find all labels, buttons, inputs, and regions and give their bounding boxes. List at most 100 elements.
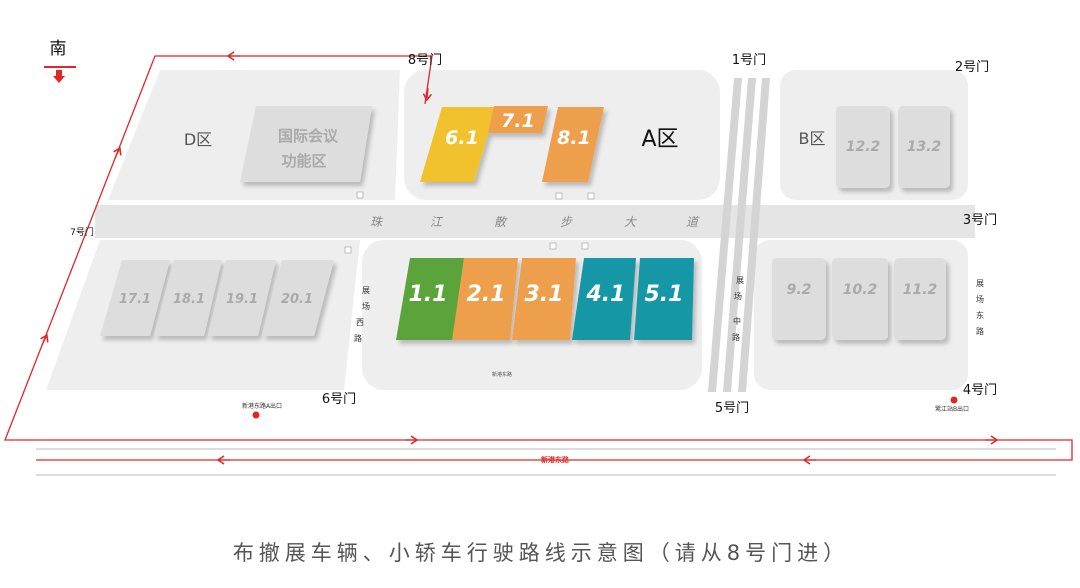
- zone-b-label: B区: [799, 129, 826, 148]
- compass: 南: [44, 39, 76, 83]
- route-marker-gate8: [422, 87, 432, 102]
- zone-labels: D区 A区 B区: [184, 127, 826, 152]
- a-north-hall-labels: 6.1 7.1 8.1: [445, 110, 591, 149]
- conference-label-line1: 国际会议: [278, 127, 339, 145]
- small-markers: [344, 191, 595, 254]
- zone-d-label: D区: [184, 130, 212, 149]
- gate-labels: 8号门 1号门 2号门 3号门 4号门 5号门 6号门 7号门: [70, 53, 997, 416]
- hall-label: 13.2: [907, 139, 942, 155]
- hall-label: 6.1: [445, 127, 479, 149]
- conference-area: [240, 106, 372, 182]
- road-char: 场: [976, 295, 984, 304]
- avenue-char: 江: [430, 215, 444, 229]
- road-char: 中: [733, 316, 741, 326]
- conference-label-line2: 功能区: [281, 152, 326, 170]
- a-north-halls: [420, 106, 604, 182]
- avenue-char: 珠: [370, 215, 383, 229]
- east-road-label: 展 场 东 路: [976, 279, 984, 336]
- gate-1-label: 1号门: [732, 53, 766, 68]
- gate-5-label: 5号门: [715, 401, 749, 416]
- gate-2-label: 2号门: [955, 60, 989, 75]
- route-outer-loop: [4, 55, 1073, 461]
- gate-6-label: 6号门: [322, 392, 356, 407]
- gate-3-label: 3号门: [963, 213, 997, 228]
- road-char: 展: [362, 286, 370, 295]
- a-south-hall-labels: 1.1 2.1 3.1 4.1 5.1: [409, 282, 684, 307]
- b-halls: [772, 106, 950, 340]
- road-char: 路: [354, 333, 362, 343]
- gate-8-label: 8号门: [408, 53, 442, 68]
- hall-label: 1.1: [409, 282, 448, 307]
- hall-5-1: [634, 258, 694, 340]
- hall-label: 7.1: [501, 110, 535, 132]
- hall-label: 4.1: [586, 282, 626, 307]
- hall-label: 17.1: [119, 292, 151, 307]
- d-hall-labels: 17.1 18.1 19.1 20.1: [119, 292, 313, 307]
- road-char: 路: [976, 326, 984, 336]
- hall-label: 2.1: [467, 282, 506, 307]
- hall-label: 12.2: [846, 139, 881, 155]
- metro-icon: [252, 411, 260, 419]
- hall-label: 20.1: [281, 292, 313, 307]
- subway-exit-east: 鹭江站B出口: [935, 396, 969, 413]
- west-road-label: 展 场 西 路: [354, 286, 370, 343]
- middle-road-label: 展 场 中 路: [732, 276, 744, 342]
- road-char: 展: [976, 279, 984, 288]
- subway-exit-west-label: 新港东路A出口: [242, 402, 282, 410]
- hall-label: 19.1: [226, 292, 258, 307]
- hall-20-1: [262, 260, 334, 336]
- avenue-char: 大: [624, 215, 637, 229]
- hall-9-2: [772, 258, 826, 340]
- hall-3-1: [512, 258, 576, 340]
- hall-12-2: [836, 106, 890, 188]
- arrow-down-icon: [53, 70, 65, 83]
- road-char: 路: [732, 332, 740, 342]
- hall-label: 8.1: [557, 127, 591, 149]
- hall-11-2: [894, 258, 946, 340]
- avenue-char: 散: [494, 215, 508, 229]
- road-char: 展: [736, 276, 744, 285]
- conference-labels: 国际会议 功能区: [278, 127, 339, 170]
- hall-2-1: [452, 258, 518, 340]
- compass-label: 南: [50, 39, 67, 59]
- zone-a-label: A区: [641, 127, 678, 152]
- road-char: 场: [362, 302, 370, 311]
- hall-8-1: [542, 107, 604, 182]
- xingang-road-label: 新港东路: [541, 455, 570, 464]
- route-marker-left2: [40, 333, 49, 346]
- subway-exit-east-label: 鹭江站B出口: [935, 405, 969, 413]
- hall-18-1: [154, 260, 222, 336]
- hall-label: 3.1: [525, 282, 564, 307]
- route-lines: [4, 51, 1073, 465]
- hall-1-1: [396, 258, 464, 340]
- gate-7-label: 7号门: [70, 226, 94, 238]
- hall-19-1: [208, 260, 276, 336]
- middle-road-stripes: [708, 78, 770, 392]
- hall-label: 11.2: [903, 282, 938, 298]
- hall-4-1: [572, 258, 636, 340]
- road-char: 场: [734, 292, 742, 301]
- map-caption: 布撤展车辆、小轿车行驶路线示意图（请从8号门进）: [233, 541, 849, 565]
- metro-icon: [950, 396, 958, 404]
- road-char: 东: [976, 310, 984, 320]
- a-south-halls: [396, 258, 694, 340]
- d-halls: [100, 106, 372, 336]
- hall-17-1: [100, 260, 170, 336]
- hall-label: 9.2: [787, 282, 812, 298]
- hall-label: 18.1: [173, 292, 205, 307]
- road-char: 西: [356, 318, 364, 327]
- avenue-char: 道: [686, 215, 700, 229]
- b-hall-labels: 12.2 13.2 9.2 10.2 11.2: [787, 139, 942, 298]
- main-avenue-band: [95, 205, 975, 238]
- hall-label: 10.2: [843, 282, 878, 298]
- route-marker-left1: [113, 146, 122, 159]
- hall-6-1: [420, 107, 496, 182]
- main-avenue-label: 珠 江 散 步 大 道: [370, 215, 700, 229]
- subway-exit-west: 新港东路A出口: [242, 402, 282, 419]
- hall-10-2: [832, 258, 888, 340]
- hall-13-2: [898, 106, 950, 188]
- avenue-char: 步: [560, 215, 573, 229]
- a-south-small-label: 新港东路: [492, 371, 512, 378]
- hall-7-1: [488, 106, 548, 133]
